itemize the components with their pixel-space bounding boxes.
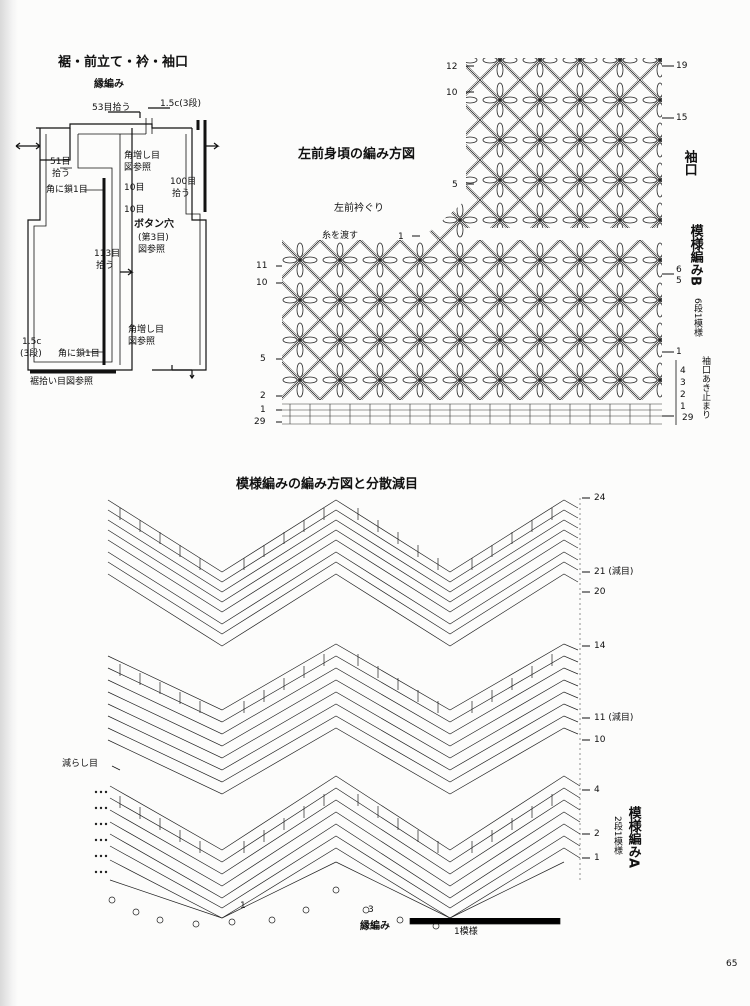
label-corner-inc2-ref: 図参照 (128, 337, 156, 347)
front-right-row-29: 29 (682, 413, 694, 423)
decrease-label: 減らし目 (62, 759, 99, 769)
label-pick-100: 100目 (170, 177, 197, 187)
label-pick-53: 53目拾う (92, 103, 131, 113)
label-pick-113: 113目 (94, 249, 121, 259)
front-left-row-1b: 1 (260, 405, 266, 415)
front-right-row-19: 19 (676, 61, 688, 71)
label-corner-chain2: 角に鎖1目 (58, 349, 100, 359)
label-corner-chain: 角に鎖1目 (46, 185, 88, 195)
label-corner-inc2: 角増し目 (128, 325, 165, 335)
front-right-row-4: 4 (680, 366, 686, 376)
front-right-row-2: 2 (680, 390, 686, 400)
front-left-row-5b: 5 (260, 354, 266, 364)
label-pick-100b: 拾う (172, 189, 191, 199)
label-bottom-3: (3段) (20, 349, 42, 359)
label-pick-113b: 拾う (96, 261, 115, 271)
marker-1: 1 (240, 901, 246, 911)
label-bottom-15: 1.5c (22, 337, 42, 347)
pattern-a-repeat: 2段1模様 (612, 816, 622, 855)
pattern-b-repeat: 6段1模様 (692, 298, 702, 337)
label-ten-a: 10目 (124, 183, 145, 193)
label-pick-15-3: 1.5c(3段) (160, 99, 202, 109)
zig-row-2: 2 (594, 829, 600, 839)
zig-row-1: 1 (594, 853, 600, 863)
front-left-row-12: 12 (446, 62, 458, 72)
front-right-row-1b: 1 (680, 402, 686, 412)
label-ten-b: 10目 (124, 205, 145, 215)
front-right-row-15: 15 (676, 113, 688, 123)
edge-label: 縁編み (360, 921, 390, 932)
sleeve-open-label: 袖口あき止まり (700, 356, 710, 419)
thread-cut-label: 糸を渡す (322, 231, 359, 241)
front-right-row-5: 5 (676, 276, 682, 286)
marker-3: 3 (368, 905, 374, 915)
book-spine-shadow (0, 0, 18, 1006)
zig-row-21: 21 (減目) (594, 567, 634, 577)
front-left-row-10b: 10 (256, 278, 268, 288)
front-right-row-1: 1 (676, 347, 682, 357)
zig-row-24: 24 (594, 493, 606, 503)
zig-row-11: 11 (減目) (594, 713, 634, 723)
front-left-row-10: 10 (446, 88, 458, 98)
page-number: 65 (726, 959, 738, 969)
front-left-row-2: 2 (260, 391, 266, 401)
zig-row-20: 20 (594, 587, 606, 597)
zig-row-4: 4 (594, 785, 600, 795)
front-left-row-29: 29 (254, 417, 266, 427)
sleeve-label: 袖口 (681, 150, 697, 176)
front-left-row-11: 11 (256, 261, 268, 271)
front-right-row-3: 3 (680, 378, 686, 388)
schematic-subtitle: 縁編み (94, 79, 124, 90)
label-buttonhole-ref: 図参照 (138, 245, 166, 255)
front-left-row-1: 1 (398, 232, 404, 242)
label-pick-51: 51目 (50, 157, 71, 167)
repeat-label: 1模様 (454, 927, 478, 937)
zig-row-14: 14 (594, 641, 606, 651)
zig-row-10: 10 (594, 735, 606, 745)
zigzag-chart-title: 模様編みの編み方図と分散減目 (236, 477, 419, 492)
label-corner-inc: 角増し目 (124, 151, 161, 161)
pattern-b-label: 模様編みB (687, 224, 703, 286)
front-left-row-5: 5 (452, 180, 458, 190)
front-chart-title: 左前身頃の編み方図 (298, 147, 416, 162)
label-corner-inc-ref: 図参照 (124, 163, 152, 173)
label-buttonhole-3: (第3目) (138, 233, 169, 243)
label-buttonhole: ボタン穴 (134, 219, 174, 230)
front-right-row-6: 6 (676, 265, 682, 275)
pattern-a-label: 模様編みA (625, 806, 641, 869)
schematic-title: 裾・前立て・衿・袖口 (58, 55, 189, 70)
label-pick-51b: 拾う (52, 169, 71, 179)
label-hem-ref: 裾拾い目図参照 (30, 377, 94, 387)
front-neck-label: 左前衿ぐり (334, 203, 384, 214)
